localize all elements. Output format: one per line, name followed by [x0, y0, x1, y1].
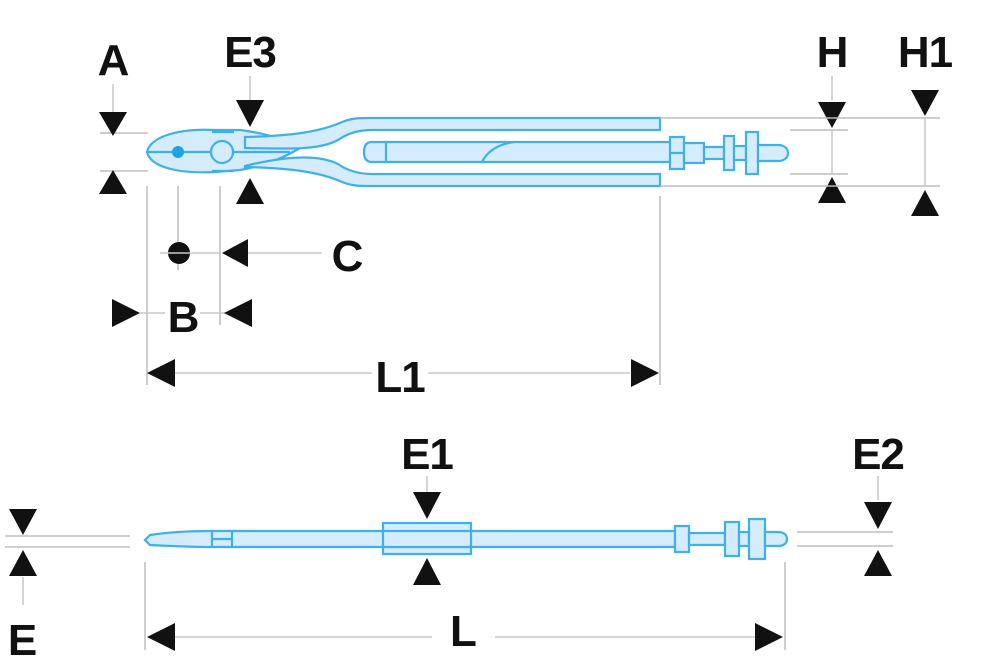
label-E1: E1 — [401, 430, 453, 479]
inner-tube — [362, 140, 674, 164]
dimension-B: B — [112, 293, 252, 342]
pivot-circle — [209, 139, 235, 165]
screw-wheel-1 — [722, 134, 736, 172]
side-screw-tip — [763, 530, 789, 548]
arrow-E3-up — [236, 178, 264, 204]
arrow-A-down — [99, 112, 127, 136]
dimension-A: A — [98, 36, 148, 194]
arrow-E2-down — [864, 502, 892, 529]
dimension-E2: E2 — [797, 430, 905, 576]
arrow-A-up — [99, 170, 127, 194]
label-H: H — [817, 28, 848, 77]
arrow-L-right — [755, 623, 783, 651]
tube-curve — [481, 140, 515, 163]
label-L: L — [450, 607, 476, 656]
arrow-L1-right — [631, 359, 659, 387]
screw-shaft — [702, 145, 726, 161]
arrow-L-left — [147, 623, 175, 651]
side-view: E E1 E2 L — [5, 430, 905, 665]
label-E: E — [8, 616, 36, 665]
label-H1: H1 — [898, 28, 953, 77]
dimension-L1: L1 — [147, 353, 659, 402]
screw-collar — [682, 141, 706, 165]
arrow-H-down — [818, 102, 846, 128]
side-screw-nut — [673, 524, 691, 554]
arrow-B-left — [224, 299, 252, 327]
upper-handle — [243, 116, 662, 150]
arrow-E3-down — [236, 100, 264, 127]
arrow-E-up — [9, 550, 37, 576]
arrow-L1-left — [147, 359, 175, 387]
arrow-E1-down — [413, 492, 441, 519]
side-screw-wheel-1 — [723, 520, 741, 558]
screw-spacer — [732, 144, 748, 162]
arrow-E2-up — [864, 550, 892, 576]
arrow-E-down — [9, 509, 37, 535]
cutting-point-dot — [172, 146, 184, 158]
label-B: B — [168, 293, 199, 342]
arrow-H-up — [818, 177, 846, 203]
label-E2: E2 — [852, 430, 904, 479]
label-C: C — [332, 232, 363, 281]
top-view: A E3 H H1 — [98, 28, 954, 402]
dimension-E: E — [5, 509, 130, 665]
arrow-H1-up — [911, 190, 939, 216]
arrow-E1-up — [413, 558, 441, 585]
dimension-H: H — [790, 28, 848, 203]
arrow-H1-down — [911, 90, 939, 116]
dimension-L: L — [144, 562, 786, 656]
dimension-C: C — [160, 232, 364, 281]
label-A: A — [98, 36, 129, 85]
side-screw-spacer — [737, 530, 751, 548]
screw-wheel-2 — [744, 130, 760, 176]
dimension-E1: E1 — [401, 430, 454, 585]
side-screw-shaft — [687, 531, 727, 547]
screw-tip — [756, 143, 790, 163]
dimension-E3: E3 — [224, 28, 277, 204]
arrow-B-right — [112, 299, 140, 327]
side-pivot-block — [381, 521, 473, 556]
label-E3: E3 — [224, 28, 276, 77]
side-screw-wheel-2 — [747, 517, 767, 561]
dimension-H1: H1 — [660, 28, 954, 216]
label-L1: L1 — [375, 353, 425, 402]
arrow-C-left — [222, 239, 248, 267]
